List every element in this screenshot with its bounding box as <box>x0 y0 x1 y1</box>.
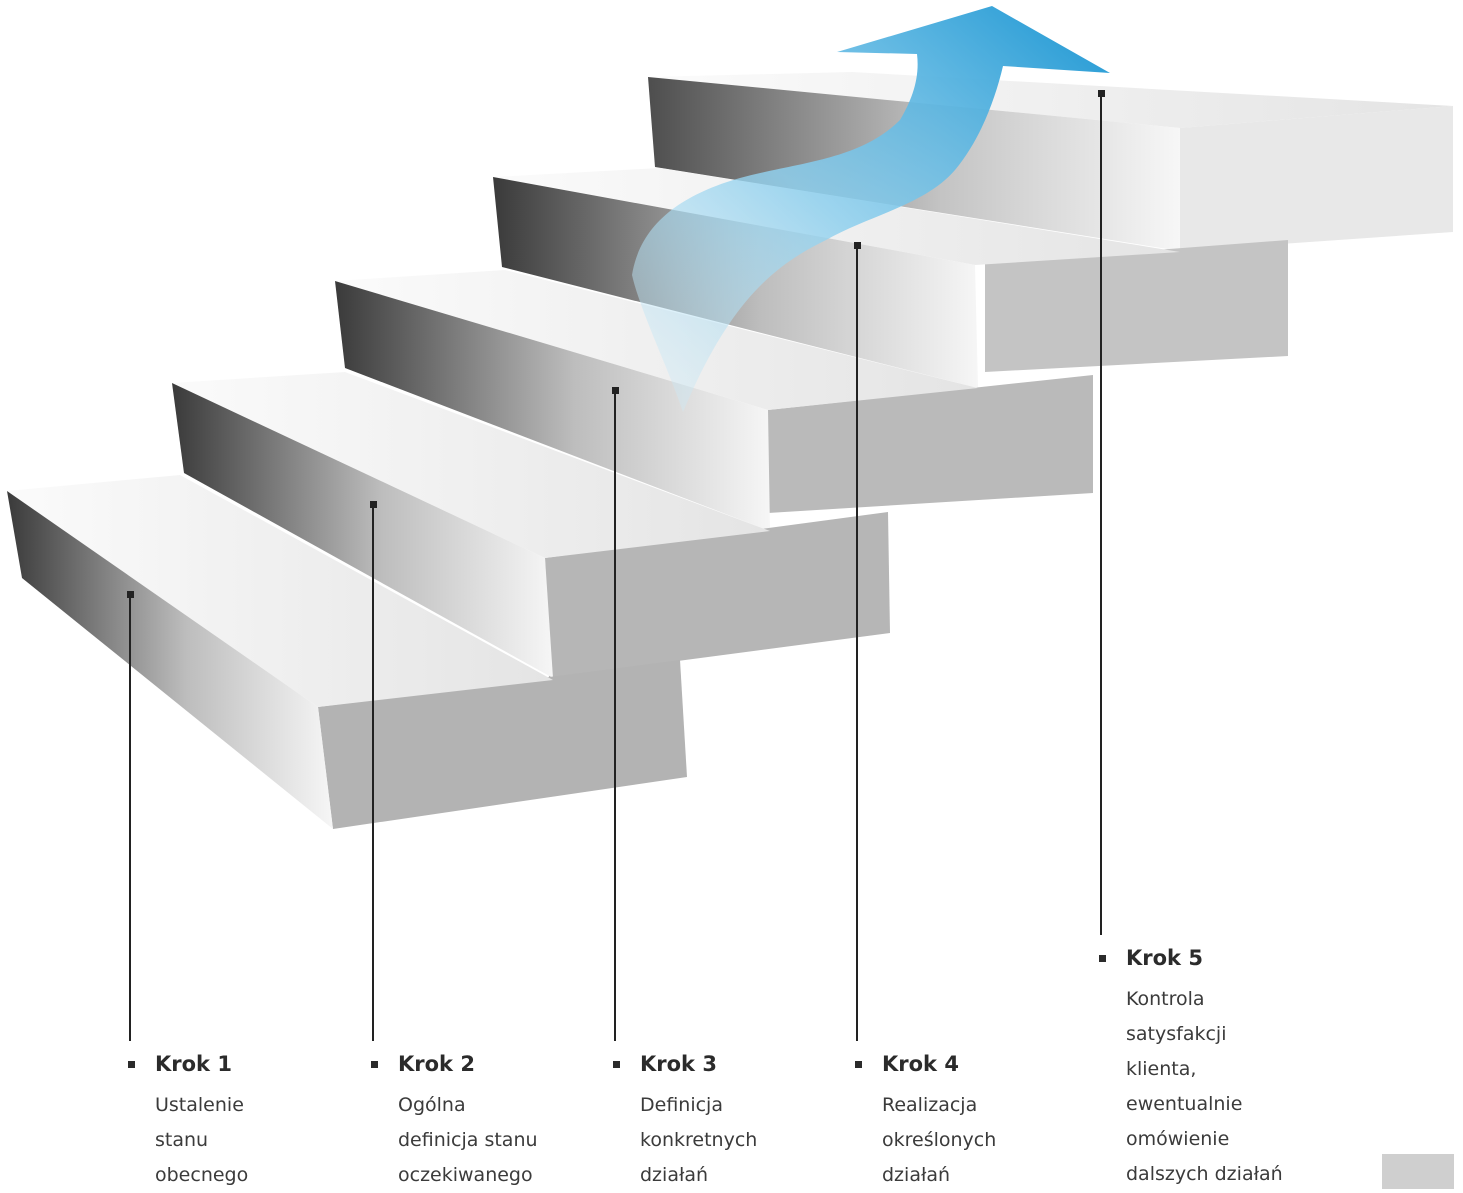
bullet-icon <box>613 1060 620 1068</box>
step-2-top <box>172 372 770 558</box>
step-label-1: Krok 1 Ustalenie stanu obecnego <box>128 1050 328 1193</box>
step-label-2: Krok 2 Ogólna definicja stanu oczekiwane… <box>371 1050 571 1193</box>
step-desc-line: klienta, <box>1126 1058 1197 1080</box>
step-description: Definicja konkretnych działań <box>640 1088 813 1193</box>
step-5-side <box>985 240 1288 372</box>
step-label-4: Krok 4 Realizacja określonych działań <box>855 1050 1055 1193</box>
connector-marker-5 <box>1098 90 1105 97</box>
step-desc-line: Ustalenie <box>155 1094 244 1116</box>
step-description: Kontrola satysfakcji klienta, ewentualni… <box>1126 982 1299 1192</box>
step-desc-line: dalszych działań <box>1126 1163 1283 1185</box>
step-2-riser <box>318 660 687 829</box>
bullet-icon <box>371 1060 378 1068</box>
step-description: Ogólna definicja stanu oczekiwanego <box>398 1088 571 1193</box>
step-desc-line: działań <box>640 1164 709 1186</box>
step-5-top <box>648 72 1453 128</box>
step-desc-line: działań <box>882 1164 951 1186</box>
bullet-icon <box>128 1060 135 1068</box>
step-1-front <box>7 491 333 829</box>
step-desc-line: obecnego <box>155 1164 249 1186</box>
step-title: Krok 3 <box>613 1050 813 1078</box>
connector-lines <box>127 90 1105 1041</box>
step-desc-line: Realizacja <box>882 1094 978 1116</box>
step-5-riser <box>1180 106 1453 251</box>
step-title-text: Krok 3 <box>640 1052 717 1076</box>
step-3-riser <box>545 512 890 678</box>
step-desc-line: stanu <box>155 1129 209 1151</box>
step-title: Krok 5 <box>1099 944 1299 972</box>
step-label-5: Krok 5 Kontrola satysfakcji klienta, ewe… <box>1099 944 1299 1192</box>
step-desc-line: Definicja <box>640 1094 723 1116</box>
step-desc-line: omówienie <box>1126 1128 1230 1150</box>
connector-marker-4 <box>854 242 861 249</box>
step-1-top <box>7 475 553 707</box>
step-label-3: Krok 3 Definicja konkretnych działań <box>613 1050 813 1193</box>
step-title: Krok 2 <box>371 1050 571 1078</box>
step-desc-line: konkretnych <box>640 1129 758 1151</box>
connector-marker-2 <box>370 501 377 508</box>
step-title: Krok 1 <box>128 1050 328 1078</box>
step-2-front <box>172 383 553 678</box>
step-title-text: Krok 5 <box>1126 946 1203 970</box>
step-description: Realizacja określonych działań <box>882 1088 1055 1193</box>
growth-arrow <box>632 6 1110 412</box>
step-title-text: Krok 4 <box>882 1052 959 1076</box>
bullet-icon <box>855 1060 862 1068</box>
stair-step-2 <box>172 372 770 829</box>
step-title-text: Krok 1 <box>155 1052 232 1076</box>
connector-marker-1 <box>127 591 134 598</box>
step-title-text: Krok 2 <box>398 1052 475 1076</box>
bullet-icon <box>1099 954 1106 962</box>
corner-swatch <box>1382 1154 1454 1189</box>
step-desc-line: ewentualnie <box>1126 1093 1243 1115</box>
step-desc-line: określonych <box>882 1129 997 1151</box>
step-title: Krok 4 <box>855 1050 1055 1078</box>
step-4-riser <box>768 375 1093 513</box>
step-desc-line: Kontrola <box>1126 988 1205 1010</box>
step-desc-line: satysfakcji <box>1126 1023 1227 1045</box>
step-desc-line: Ogólna <box>398 1094 466 1116</box>
connector-marker-3 <box>612 387 619 394</box>
step-3-front <box>335 281 770 531</box>
stair-step-1 <box>7 475 553 829</box>
step-description: Ustalenie stanu obecnego <box>155 1088 328 1193</box>
step-desc-line: oczekiwanego <box>398 1164 533 1186</box>
step-desc-line: definicja stanu <box>398 1129 538 1151</box>
